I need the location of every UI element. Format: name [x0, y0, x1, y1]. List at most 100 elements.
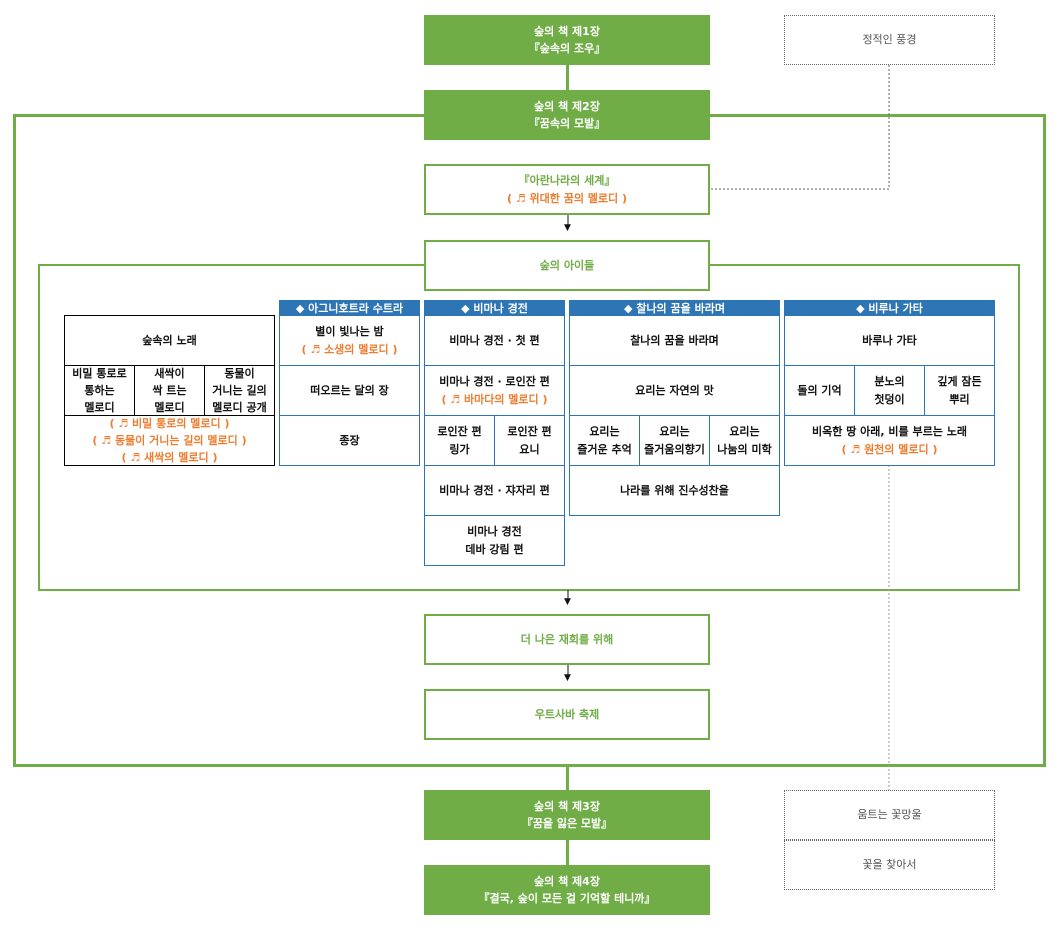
varuna-sub-label: 돌의 기억	[797, 383, 842, 397]
connector-line	[566, 766, 569, 791]
chapter1-box: 숲의 책 제1장 『숲속의 조우』	[424, 15, 710, 65]
moment-feast-label: 나라를 위해 진수성찬을	[620, 483, 729, 497]
moment-header: ◆ 찰나의 꿈을 바라며	[569, 300, 780, 316]
arana-title: 『아란나라의 세계』	[518, 174, 616, 188]
vimana-yoni-label: 로인잔 편	[507, 425, 552, 439]
agni-final-label: 종장	[339, 433, 360, 447]
forest-song-sub-text: 멜로디	[154, 401, 185, 415]
arrow-down-icon: ▼	[564, 223, 571, 233]
forest-song-sub-text: 비밀 통로로	[72, 366, 127, 380]
moment-sub-label: 요리는	[729, 425, 760, 439]
chapter3-line1: 숲의 책 제3장	[534, 799, 600, 813]
seek-flowers-label: 꽃을 찾아서	[862, 858, 917, 872]
vimana-deva-label: 데바 강림 편	[465, 542, 524, 556]
chapter3-line2: 『꿈을 잃은 모발』	[521, 817, 613, 830]
varuna-sub-cell: 깊게 잠든 뿌리	[924, 365, 995, 416]
better-reunion-box: 더 나은 재회를 위해	[424, 614, 710, 665]
moment-sub-label: 요리는	[589, 425, 620, 439]
forest-song-sub-text: 거니는 길의	[212, 383, 267, 397]
arana-world-box: 『아란나라의 세계』 ( ♬ 위대한 꿈의 멜로디 )	[424, 164, 710, 215]
forest-song-melody: ( ♬ 비밀 통로의 멜로디 )	[109, 416, 230, 430]
forest-song-sub-text: 멜로디 공개	[212, 401, 267, 415]
better-reunion-label: 더 나은 재회를 위해	[520, 632, 614, 646]
varuna-sub-cell: 돌의 기억	[784, 365, 855, 416]
moment-title-cell: 찰나의 꿈을 바라며	[569, 315, 780, 366]
forest-song-sub-text: 동물이	[224, 366, 255, 380]
vimana-rinka-cell: 로인잔 편 링가	[424, 415, 495, 466]
vimana-header: ◆ 비마나 경전	[424, 300, 565, 316]
vimana-loin-cell: 비마나 경전 · 로인잔 편 ( ♬ 바마다의 멜로디 )	[424, 365, 565, 416]
forest-song-sub-text: 싹 트는	[152, 383, 187, 397]
quiet-scenery-box: 정적인 풍경	[784, 15, 995, 65]
utsava-festival-label: 우트사바 축제	[534, 707, 600, 721]
varuna-header: ◆ 비루나 가타	[784, 300, 995, 316]
agni-header: ◆ 아그니호트라 수트라	[279, 300, 420, 316]
chapter1-line1: 숲의 책 제1장	[534, 24, 600, 38]
moment-sub-label: 요리는	[659, 425, 690, 439]
quiet-scenery-label: 정적인 풍경	[862, 33, 917, 47]
bloom-label: 움트는 꽃망울	[857, 808, 922, 822]
vimana-jya-cell: 비마나 경전 · 쟈자리 편	[424, 465, 565, 516]
moment-feast-cell: 나라를 위해 진수성찬을	[569, 465, 780, 516]
forest-song-sub-text: 통하는	[84, 383, 115, 397]
vimana-rinka-label: 링가	[449, 442, 470, 456]
moment-title-label: 찰나의 꿈을 바라며	[630, 333, 719, 347]
forest-song-sub-cell: 비밀 통로로 통하는 멜로디	[64, 365, 135, 416]
agni-final-cell: 종장	[279, 415, 420, 466]
forest-song-melody-cell: ( ♬ 비밀 통로의 멜로디 ) ( ♬ 동물이 거니는 길의 멜로디 ) ( …	[64, 415, 275, 466]
chapter2-line1: 숲의 책 제2장	[534, 99, 600, 113]
agni-star-cell: 별이 빛나는 밤 ( ♬ 소생의 멜로디 )	[279, 315, 420, 366]
agni-moon-label: 떠오르는 달의 장	[310, 383, 389, 397]
vimana-first-cell: 비마나 경전 · 첫 편	[424, 315, 565, 366]
varuna-sub-label: 깊게 잠든	[937, 375, 982, 389]
forest-children-box: 숲의 아이들	[424, 240, 710, 291]
vimana-deva-cell: 비마나 경전 데바 강림 편	[424, 515, 565, 566]
forest-song-title: 숲속의 노래	[142, 333, 197, 347]
chapter2-box: 숲의 책 제2장 『꿈속의 모발』	[424, 90, 710, 140]
varuna-sub-label: 분노의	[874, 375, 905, 389]
vimana-header-label: ◆ 비마나 경전	[461, 302, 528, 315]
vimana-deva-label: 비마나 경전	[467, 525, 522, 539]
varuna-title-cell: 바루나 가타	[784, 315, 995, 366]
vimana-loin-label: 비마나 경전 · 로인잔 편	[439, 375, 550, 389]
utsava-festival-box: 우트사바 축제	[424, 689, 710, 740]
varuna-rain-label: 비옥한 땅 아래, 비를 부르는 노래	[812, 425, 967, 439]
chapter4-line2: 『결국, 숲이 모든 걸 기억할 테니까』	[478, 892, 656, 905]
moment-sub-cell: 요리는 즐거움의향기	[639, 415, 710, 466]
agni-moon-cell: 떠오르는 달의 장	[279, 365, 420, 416]
forest-song-sub-cell: 새싹이 싹 트는 멜로디	[134, 365, 205, 416]
varuna-rain-melody: ( ♬ 원천의 멜로디 )	[841, 442, 938, 456]
forest-song-sub-text: 멜로디	[84, 401, 115, 415]
moment-sub-label: 나눔의 미학	[717, 442, 772, 456]
arrow-down-icon: ▼	[564, 673, 571, 683]
seek-flowers-box: 꽃을 찾아서	[784, 840, 995, 890]
chapter3-box: 숲의 책 제3장 『꿈을 잃은 모발』	[424, 790, 710, 840]
forest-children-label: 숲의 아이들	[539, 258, 595, 272]
moment-sub-label: 즐거움의향기	[644, 442, 705, 456]
varuna-sub-label: 첫덩이	[874, 392, 905, 406]
chapter4-line1: 숲의 책 제4장	[534, 874, 600, 888]
arana-melody: ( ♬ 위대한 꿈의 멜로디 )	[506, 191, 628, 205]
moment-sub-cell: 요리는 즐거운 추억	[569, 415, 640, 466]
vimana-loin-melody: ( ♬ 바마다의 멜로디 )	[441, 392, 548, 406]
vimana-jya-label: 비마나 경전 · 쟈자리 편	[439, 483, 550, 497]
agni-star-label: 별이 빛나는 밤	[315, 325, 384, 339]
varuna-rain-cell: 비옥한 땅 아래, 비를 부르는 노래 ( ♬ 원천의 멜로디 )	[784, 415, 995, 466]
moment-sub-label: 즐거운 추억	[577, 442, 632, 456]
connector-line	[566, 64, 569, 91]
varuna-sub-label: 뿌리	[949, 392, 970, 406]
chapter1-line2: 『숲속의 조우』	[528, 42, 606, 55]
moment-nature-cell: 요리는 자연의 맛	[569, 365, 780, 416]
bloom-box: 움트는 꽃망울	[784, 790, 995, 840]
agni-header-label: ◆ 아그니호트라 수트라	[295, 302, 404, 315]
vimana-yoni-label: 요니	[519, 442, 540, 456]
varuna-header-label: ◆ 비루나 가타	[856, 302, 923, 315]
varuna-sub-cell: 분노의 첫덩이	[854, 365, 925, 416]
moment-sub-cell: 요리는 나눔의 미학	[709, 415, 780, 466]
chapter2-line2: 『꿈속의 모발』	[528, 117, 606, 130]
forest-song-sub-text: 새싹이	[154, 366, 185, 380]
varuna-title-label: 바루나 가타	[862, 333, 917, 347]
vimana-rinka-label: 로인잔 편	[437, 425, 482, 439]
forest-song-title-cell: 숲속의 노래	[64, 315, 275, 366]
